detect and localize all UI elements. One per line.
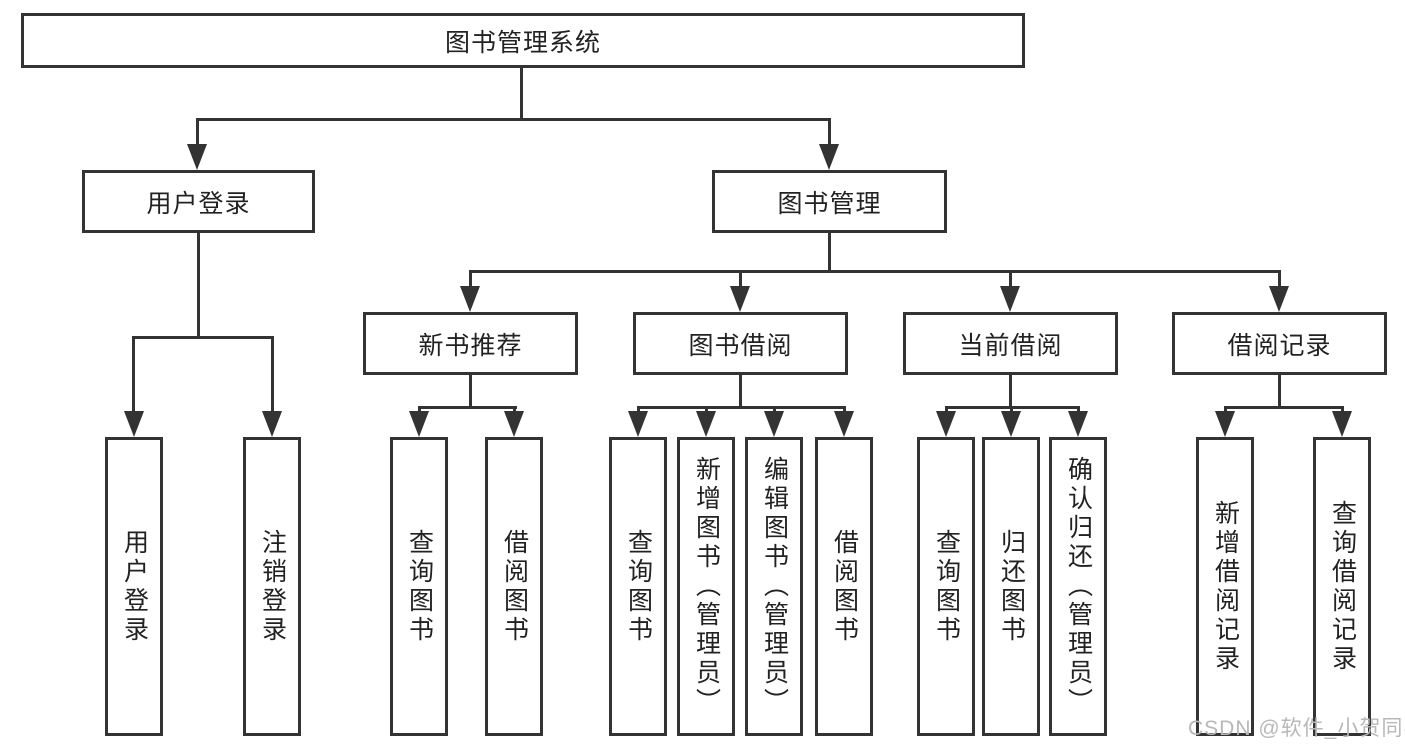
connector-line <box>469 270 472 290</box>
leaf-user-login: 用户登录 <box>105 437 163 736</box>
connector-line <box>197 118 831 121</box>
connector-line <box>469 375 472 406</box>
connector-line <box>637 406 846 409</box>
leaf-add-books-admin-label: 新增图书（管理员） <box>692 456 721 717</box>
leaf-add-borrow-record-label: 新增借阅记录 <box>1211 499 1240 674</box>
arrowhead <box>1068 411 1088 437</box>
connector-line <box>1009 270 1012 290</box>
node-new-book-recommend-label: 新书推荐 <box>418 331 523 360</box>
connector-line <box>520 68 523 118</box>
arrowhead <box>187 144 207 170</box>
arrowhead <box>460 286 480 312</box>
node-user-login-label: 用户登录 <box>146 189 251 218</box>
arrowhead <box>834 411 854 437</box>
arrowhead <box>1000 286 1020 312</box>
arrowhead <box>504 411 524 437</box>
leaf-return-books-label: 归还图书 <box>997 528 1026 645</box>
leaf-current-query-books: 查询图书 <box>917 437 975 736</box>
leaf-borrowing-query-books-label: 查询图书 <box>624 528 653 645</box>
node-book-management: 图书管理 <box>712 170 947 233</box>
arrowhead <box>124 411 144 437</box>
node-borrowing-records-label: 借阅记录 <box>1227 331 1332 360</box>
leaf-borrow-books: 借阅图书 <box>815 437 873 736</box>
node-root: 图书管理系统 <box>21 13 1025 68</box>
connector-line <box>132 336 135 416</box>
leaf-borrow-books-label: 借阅图书 <box>830 528 859 645</box>
leaf-user-login-label: 用户登录 <box>120 528 149 645</box>
arrowhead <box>1332 411 1352 437</box>
leaf-recommend-query-books-label: 查询图书 <box>405 528 434 645</box>
leaf-borrowing-query-books: 查询图书 <box>609 437 667 736</box>
node-book-borrowing-label: 图书借阅 <box>688 331 793 360</box>
connector-line <box>739 375 742 406</box>
connector-line <box>271 336 274 416</box>
arrowhead <box>409 411 429 437</box>
leaf-logout: 注销登录 <box>243 437 301 736</box>
leaf-current-query-books-label: 查询图书 <box>932 528 961 645</box>
arrowhead <box>1001 411 1021 437</box>
connector-line <box>1224 406 1344 409</box>
arrowhead <box>1215 411 1235 437</box>
csdn-watermark: CSDN @软件_小贺同学 <box>1188 717 1405 740</box>
connector-line <box>196 118 199 150</box>
connector-line <box>828 118 831 150</box>
leaf-add-books-admin: 新增图书（管理员） <box>677 437 735 736</box>
arrowhead <box>764 411 784 437</box>
node-book-management-label: 图书管理 <box>777 189 882 218</box>
arrowhead <box>730 286 750 312</box>
leaf-query-borrow-record: 查询借阅记录 <box>1313 437 1371 736</box>
arrowhead <box>1269 286 1289 312</box>
leaf-add-borrow-record: 新增借阅记录 <box>1196 437 1254 736</box>
connector-line <box>828 233 831 270</box>
leaf-recommend-borrow-books-label: 借阅图书 <box>500 528 529 645</box>
leaf-edit-books-admin: 编辑图书（管理员） <box>745 437 803 736</box>
leaf-logout-label: 注销登录 <box>258 528 287 645</box>
leaf-confirm-return-admin: 确认归还（管理员） <box>1049 437 1107 736</box>
node-borrowing-records: 借阅记录 <box>1172 312 1387 375</box>
node-user-login: 用户登录 <box>82 170 315 233</box>
connector-line <box>133 336 274 339</box>
leaf-edit-books-admin-label: 编辑图书（管理员） <box>760 456 789 717</box>
arrowhead <box>819 144 839 170</box>
node-current-borrowing: 当前借阅 <box>903 312 1118 375</box>
arrowhead <box>628 411 648 437</box>
connector-line <box>739 270 742 290</box>
leaf-recommend-borrow-books: 借阅图书 <box>485 437 543 736</box>
leaf-confirm-return-admin-label: 确认归还（管理员） <box>1064 456 1093 717</box>
node-current-borrowing-label: 当前借阅 <box>958 331 1063 360</box>
arrowhead <box>262 411 282 437</box>
connector-line <box>1278 375 1281 406</box>
arrowhead <box>696 411 716 437</box>
connector-line <box>469 270 1281 273</box>
connector-line <box>1009 375 1012 406</box>
node-book-borrowing: 图书借阅 <box>633 312 848 375</box>
leaf-query-borrow-record-label: 查询借阅记录 <box>1328 499 1357 674</box>
arrowhead <box>936 411 956 437</box>
leaf-return-books: 归还图书 <box>982 437 1040 736</box>
node-root-label: 图书管理系统 <box>444 28 601 57</box>
connector-line <box>197 233 200 339</box>
connector-line <box>418 406 517 409</box>
node-new-book-recommend: 新书推荐 <box>363 312 578 375</box>
connector-line <box>1278 270 1281 290</box>
leaf-recommend-query-books: 查询图书 <box>390 437 448 736</box>
